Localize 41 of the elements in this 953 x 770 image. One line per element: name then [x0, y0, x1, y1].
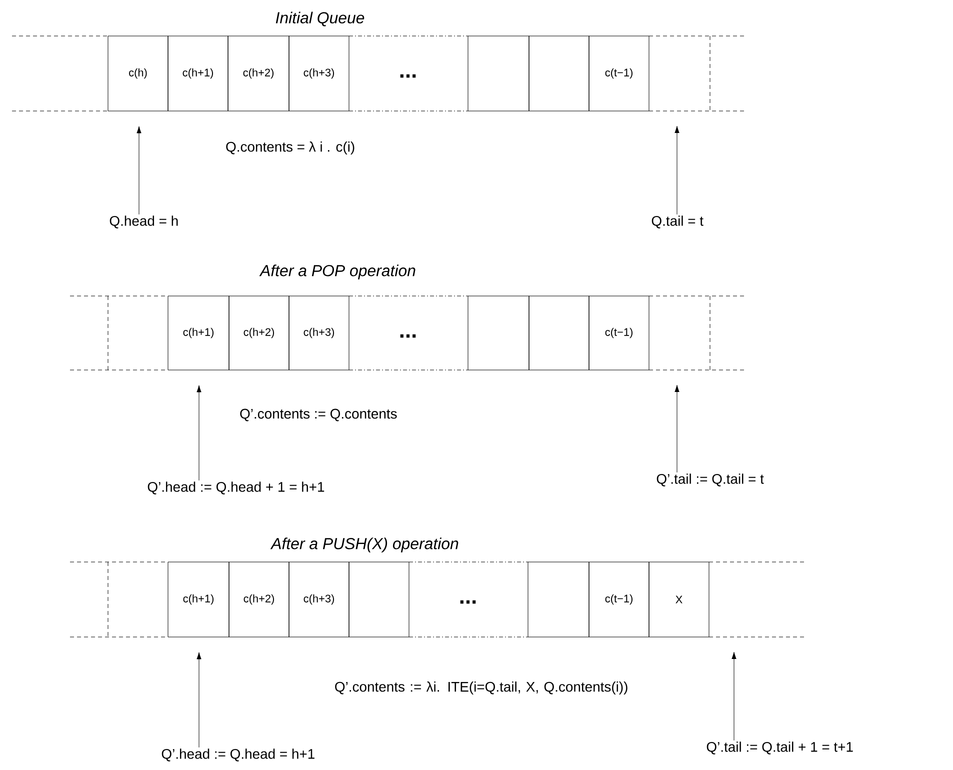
pointer-label: Q’.head := Q.head + 1 = h+1 [148, 482, 324, 494]
queue-heading: After a PUSH(X) operation [270, 538, 458, 552]
pointer-label: Q.head = h [110, 216, 178, 228]
arrow [674, 126, 680, 215]
empty-queue-cell [528, 296, 590, 370]
empty-queue-cell [468, 36, 530, 112]
pointer-label: Q’.tail := Q.tail = t [656, 474, 764, 486]
queue-cell: c(t−1) [588, 562, 650, 638]
ellipsis: ... [400, 334, 416, 338]
queue-cell: c(h+3) [288, 296, 350, 370]
queue-cell: c(h+1) [168, 296, 230, 370]
empty-queue-cell [528, 36, 590, 112]
queue-cell: c(h) [108, 36, 168, 112]
queue-cell: X [648, 562, 710, 638]
arrow [674, 384, 680, 473]
empty-queue-cell [468, 296, 530, 370]
arrow [732, 652, 736, 741]
arrow [136, 126, 142, 215]
arrow [196, 652, 202, 748]
empty-queue-cell [348, 562, 410, 638]
queue-cell: c(h+2) [228, 562, 290, 638]
queue-cell: c(h+2) [228, 36, 290, 112]
pointer-label: Q’.head := Q.head = h+1 [162, 748, 314, 762]
pointer-label: Q’.tail := Q.tail + 1 = t+1 [706, 742, 853, 754]
contents-formula: Q’.contents := λi. ITE(i=Q.tail, X, Q.contents(i)) [335, 682, 628, 694]
queue-cell: c(h+2) [228, 296, 290, 370]
contents-formula: Q.contents = λ i . c(i) [226, 142, 354, 154]
queue-heading: After a POP operation [259, 264, 416, 280]
queue-cell: c(t−1) [588, 296, 650, 370]
queue-cell: c(h+1) [168, 562, 230, 638]
arrow [196, 385, 202, 481]
empty-queue-cell [528, 562, 590, 638]
ellipsis: ... [400, 74, 416, 78]
pointer-label: Q.tail = t [652, 216, 704, 228]
queue-cell: c(t−1) [588, 36, 650, 112]
queue-cell: c(h+1) [168, 36, 228, 112]
ellipsis: ... [460, 600, 476, 604]
contents-formula: Q’.contents := Q.contents [240, 408, 397, 422]
queue-cell: c(h+3) [288, 36, 350, 112]
queue-cell: c(h+3) [288, 562, 350, 638]
queue-heading: Initial Queue [276, 12, 364, 26]
